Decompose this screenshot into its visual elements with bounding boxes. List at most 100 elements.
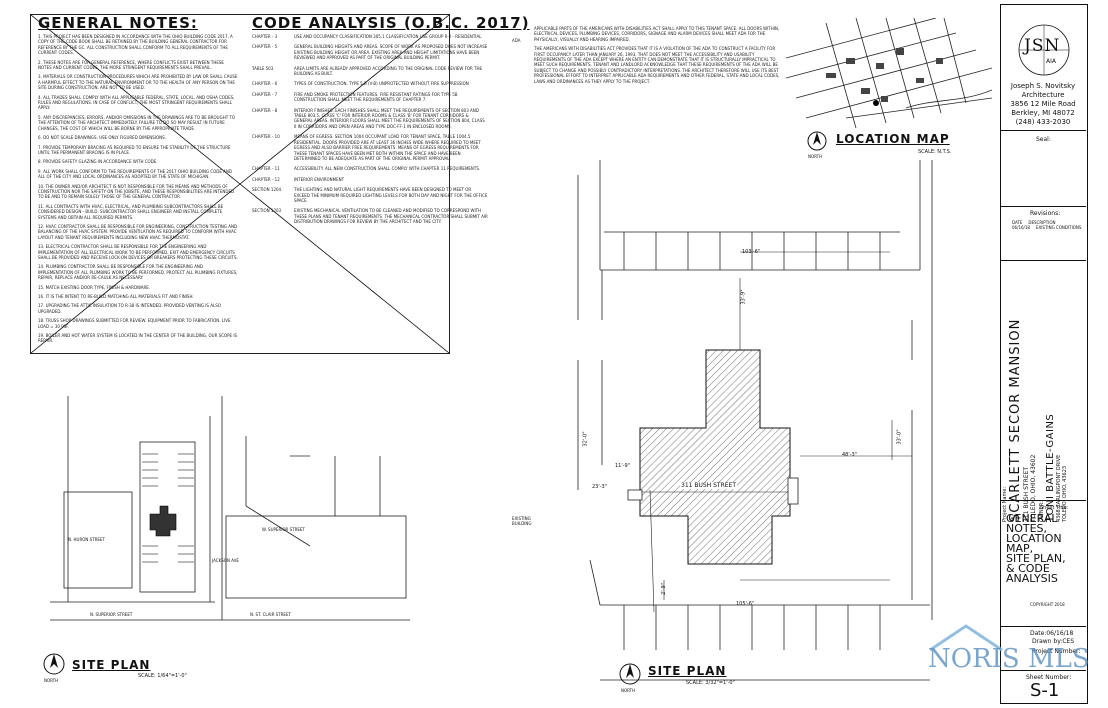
site-plan-right-title: SITE PLAN (648, 664, 727, 678)
divider (1000, 670, 1086, 671)
code-row: SECTION 1203 EXISTING MECHANICAL VENTILAT… (252, 208, 488, 224)
code-ref: CHAPTER - 12 (252, 176, 280, 182)
dim-label: 33'-9" (740, 289, 747, 305)
site-plan-right-existing-label: EXISTING BUILDING (512, 516, 532, 526)
project-name: SCARLETT SECOR MANSION (1008, 318, 1023, 522)
code-text: AREA LIMITS ARE ALREADY APPROVED ACCORDI… (294, 65, 483, 77)
rev-date: 06/16/18 (1012, 225, 1030, 230)
project-address: 311 BUSH STREET (1023, 467, 1030, 522)
note-item: 10. THE OWNER AND/OR ARCHITECT IS NOT RE… (38, 183, 235, 200)
code-ref: TABLE 503 (252, 65, 274, 71)
site-plan-left-street-label: N. HURON STREET (68, 537, 105, 542)
code-text: FIRE AND SMOKE PROTECTION FEATURES. FIRE… (294, 91, 458, 103)
copyright: COPYRIGHT 2018 (1030, 602, 1065, 607)
code-ref: SECTION 1203 (252, 208, 282, 214)
logo-sub: AIA (1046, 58, 1056, 65)
note-item: 15. MATCH EXISTING DOOR TYPE, FINISH & H… (38, 284, 151, 290)
north-arrow-icon (807, 131, 827, 151)
code-text: USE AND OCCUPANCY CLASSIFICATION 305.1 C… (294, 34, 482, 39)
site-plan-left-street-label: N. ST. CLAIR STREET (250, 612, 291, 617)
title-block (1000, 4, 1088, 704)
code-ref: CHAPTER - 11 (252, 166, 280, 172)
site-plan-right-scale: SCALE: 3/32"=1'-0" (686, 680, 735, 686)
rev-date: DATE (1012, 220, 1023, 225)
note-item: 4. ALL TRADES SHALL COMPLY WITH ALL APPL… (38, 94, 235, 111)
code-ref: CHAPTER - 8 (252, 107, 278, 113)
dim-label: 33'-0" (896, 429, 903, 445)
ada-paragraph: APPLICABLE PARTS OF THE AMERICANS WITH D… (534, 26, 780, 42)
site-plan-left-street-label: W. SUPERIOR STREET (262, 527, 305, 532)
dim-label: 103'-6" (742, 249, 761, 255)
firm-line: (248) 433-2030 (1015, 118, 1071, 126)
note-item: 9. ALL WORK SHALL CONFORM TO THE REQUIRE… (38, 168, 232, 180)
site-plan-right-north: NORTH (621, 688, 636, 693)
general-notes-x-lines (31, 15, 449, 353)
watermark-text: NORIS MLS (928, 644, 1090, 674)
sheet-title: GENERAL NOTES, LOCATION MAP, SITE PLAN, … (1006, 512, 1066, 585)
sheet-number-label: Sheet Number: (1026, 674, 1072, 681)
note-item: 13. ELECTRICAL CONTRACTOR SHALL BE RESPO… (38, 244, 238, 260)
sheet-number: S-1 (1030, 680, 1060, 701)
sheet-title-line: SITE PLAN, (1006, 552, 1066, 565)
project-info-rotated: Project Name: SCARLETT SECOR MANSION 311… (1000, 262, 1086, 522)
note-item: 1. THIS PROJECT HAS BEEN DESIGNED IN ACC… (38, 34, 233, 56)
sheet-title-line: LOCATION (1006, 532, 1062, 545)
note-item: 16. IT IS THE INTENT TO RE-BUILD MATCHIN… (38, 294, 194, 300)
ada-text: APPLICABLE PARTS OF THE AMERICANS WITH D… (534, 26, 780, 84)
project-address: TOLEDO, OHIO, 43602 (1030, 454, 1037, 522)
site-plan-left-scale: SCALE: 1/64"=1'-0" (138, 673, 187, 679)
code-analysis-title: CODE ANALYSIS (O.B.C. 2017) (252, 14, 530, 32)
firm-line: Joseph S. Novitsky (1010, 82, 1076, 90)
code-text: EXISTING MECHANICAL VENTILATION TO BE CL… (294, 208, 488, 225)
owner-address: TOLEDO, OHIO, 43623 (1062, 465, 1068, 522)
note-item: 2. THESE NOTES ARE FOR GENERAL REFERENCE… (38, 59, 224, 71)
code-row: TABLE 503 AREA LIMITS ARE ALREADY APPROVE… (252, 66, 488, 77)
sheet-title-line: & CODE (1006, 562, 1050, 575)
dim-label: 2'-9" (660, 583, 667, 595)
divider (1000, 500, 1086, 501)
ada-paragraph: THE AMERICANS WITH DISABILITIES ACT PROV… (534, 46, 780, 84)
project-info-wrapper: Project Name: SCARLETT SECOR MANSION 311… (1000, 290, 1086, 528)
owner-name: TONI BATTLE-GAINS (1045, 413, 1056, 522)
note-item: 7. PROVIDE TEMPORARY BRACING AS REQUIRED… (38, 144, 231, 155)
note-item: 3. MATERIALS OR CONSTRUCTION PROCEDURES … (38, 74, 238, 91)
sheet-title-line: GENERAL (1006, 512, 1058, 525)
code-ref: CHAPTER - 6 (252, 81, 278, 87)
location-map (786, 18, 992, 129)
dim-label: 105'-6" (736, 601, 755, 607)
site-plan-left-street-label: JACKSON AVE (212, 558, 239, 563)
site-plan-left-north: NORTH (44, 678, 59, 683)
general-notes-title: GENERAL NOTES: (38, 14, 198, 32)
site-plan-right-drawing (577, 160, 933, 681)
code-text: MEANS OF EGRESS. SECTION 1004 OCCUPANT L… (294, 134, 481, 161)
note-item: 8. PROVIDE SAFETY GLAZING IN ACCORDANCE … (38, 159, 158, 165)
note-item: 5. ANY DISCREPANCIES, ERRORS, AND/OR OMI… (38, 114, 236, 131)
site-plan-left-title: SITE PLAN (72, 658, 151, 672)
north-arrow-icon (619, 663, 641, 685)
sheet-title-line: ANALYSIS (1006, 572, 1058, 585)
date-label: Date:06/16/18 (1030, 630, 1074, 637)
firm-logo: JSN AIA (1016, 22, 1072, 78)
note-item: 18. TRUSS SHOP DRAWINGS SUBMITTED FOR RE… (38, 318, 231, 329)
location-map-title: LOCATION MAP (836, 132, 950, 146)
note-item: 11. ALL CONTRACTS WITH HVAC, ELECTRICAL,… (38, 203, 224, 220)
drawn-by-label: Drawn by:CES (1032, 638, 1075, 645)
divider (1000, 130, 1086, 131)
location-map-north: NORTH (808, 154, 823, 159)
site-plan-left-street-label: N. SUPERIOR STREET (90, 612, 133, 617)
watermark-logo: NORIS MLS (912, 622, 1092, 682)
divider (1000, 206, 1086, 207)
sheet-title-label: Sheet Title: (1040, 505, 1069, 511)
note-item: 17. UPGRADING THE ATTIC INSULATION TO R-… (38, 303, 221, 314)
note-item: 12. HVAC CONTRACTOR SHALL BE RESPONSIBLE… (38, 223, 238, 240)
seal-label: Seal: (1036, 136, 1051, 143)
